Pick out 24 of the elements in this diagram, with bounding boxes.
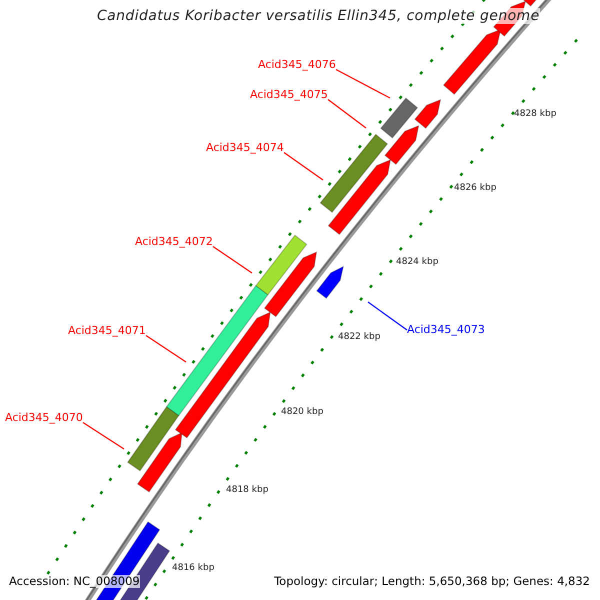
gene-label: Acid345_4073 [407,324,485,336]
leader-line [146,335,186,362]
gene-label: Acid345_4075 [250,88,328,102]
tick-label: 4818 kbp [226,485,268,496]
tick-label: 4822 kbp [338,332,380,342]
leader-line [284,152,324,180]
gene-label: Acid345_4076 [258,58,336,72]
leader-line [368,302,408,330]
gene-label: Acid345_4072 [135,236,213,248]
leader-line [212,246,252,274]
gene-label: Acid345_4071 [68,324,146,338]
tick-label: 4816 kbp [172,563,214,574]
tick-label: 4828 kbp [514,109,556,120]
tick-label: 4824 kbp [396,257,438,268]
footer-note: Topology: circular; Length: 5,650,368 bp; Genes: 4,832 [274,575,590,588]
gene-label: Acid345_4074 [206,142,284,154]
tick-label: 4826 kbp [454,183,496,194]
leader-line [82,422,124,450]
leader-line [336,68,390,99]
tick-label: 4820 kbp [281,407,324,418]
footer-note: Accession: NC_008009 [9,575,140,588]
leader-line [328,99,366,128]
gene-label: Acid345_4070 [5,412,83,424]
map-title: Candidatus Koribacter versatilis Ellin345, complete genome [97,8,540,24]
